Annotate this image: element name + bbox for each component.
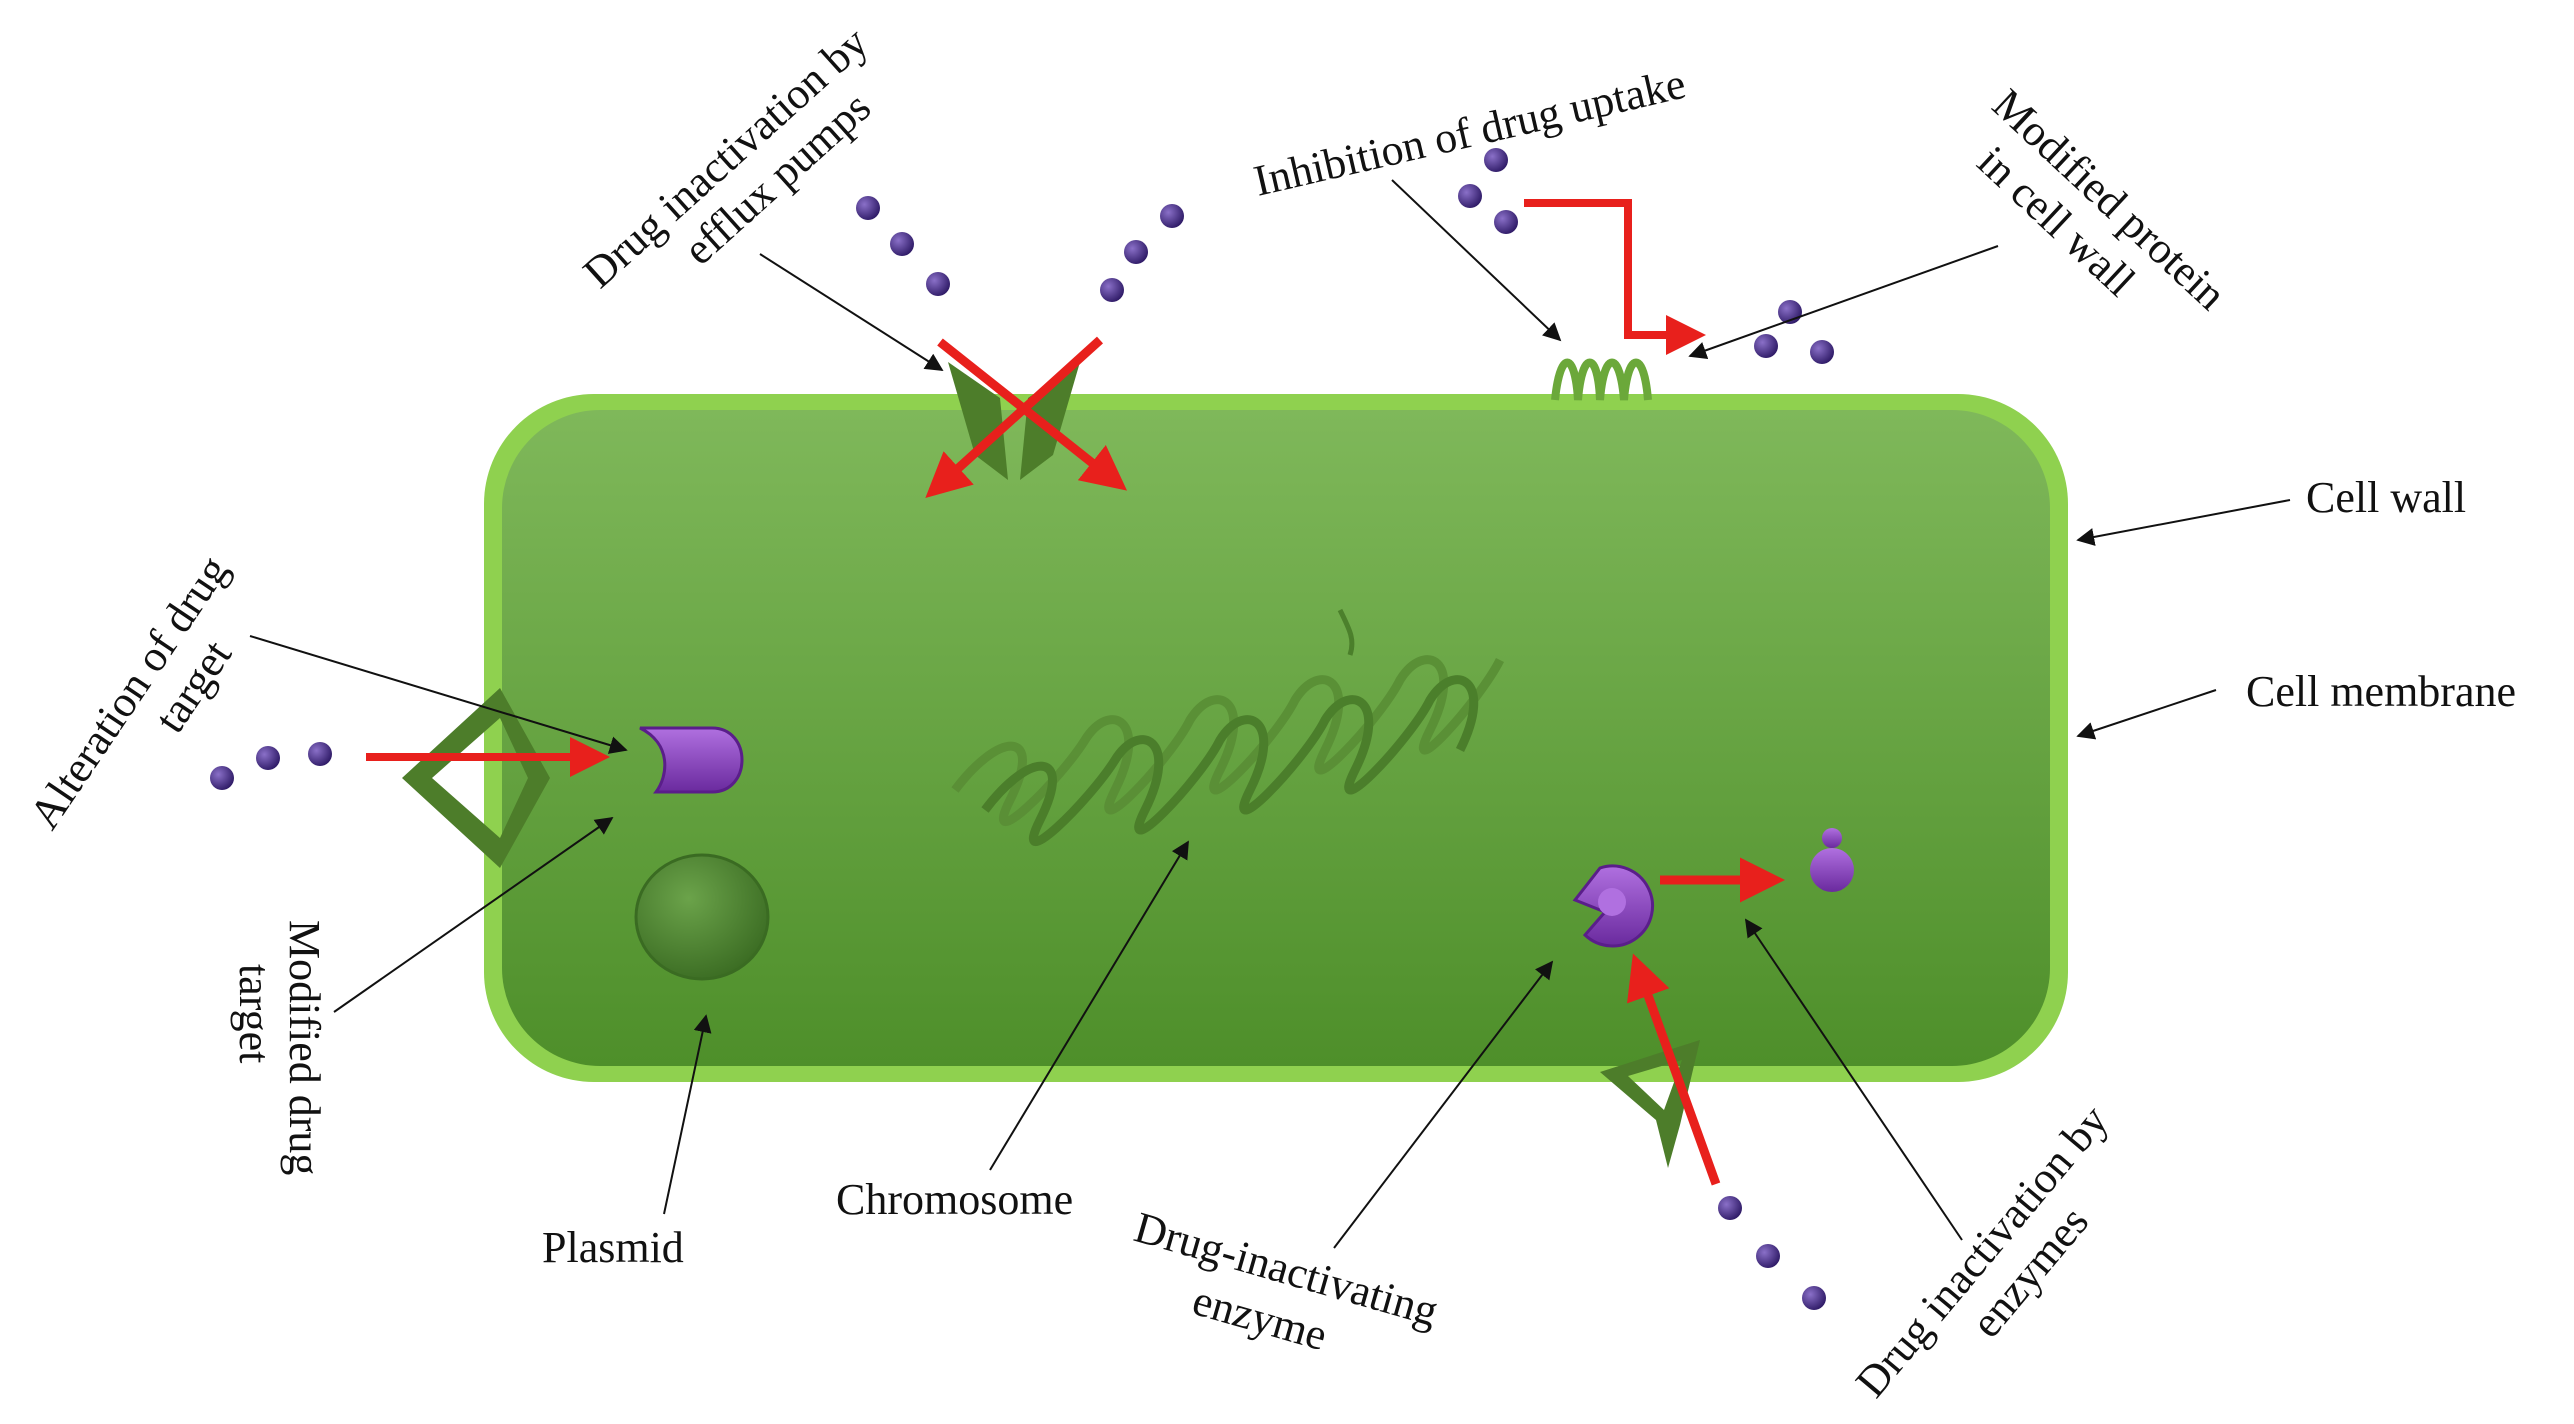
uptake-blocked-arrow	[1524, 199, 1706, 355]
pointer-lines	[249, 179, 2291, 1249]
label-modified-target: Modified drug target	[230, 920, 329, 1175]
label-inactivation-enzymes: Drug inactivation by enzymes	[1846, 1096, 2118, 1406]
label-cell-wall: Cell wall	[2306, 473, 2466, 522]
modified-drug-target	[639, 726, 744, 794]
porin-bottom	[1600, 1040, 1700, 1168]
inactivated-drug-small	[1822, 828, 1842, 848]
efflux-pump	[948, 362, 1080, 480]
label-cell-membrane: Cell membrane	[2246, 667, 2516, 716]
drug-molecules-uptake	[1458, 148, 1834, 364]
drug-molecules-efflux	[856, 196, 1184, 302]
cell-membrane	[502, 410, 2050, 1066]
label-modified-target-line1: Modified drug	[280, 920, 329, 1175]
chromosome	[951, 608, 1505, 847]
svg-text:Inhibition of drug uptake: Inhibition of drug uptake	[1249, 59, 1690, 206]
inactivated-drug-large	[1810, 848, 1854, 892]
label-plasmid: Plasmid	[542, 1223, 684, 1272]
label-uptake: Inhibition of drug uptake	[1249, 59, 1690, 206]
label-alteration: Alteration of drug target	[20, 547, 242, 838]
bound-drug	[1598, 888, 1626, 916]
cross-arrow-1	[925, 336, 1104, 499]
drug-molecules-bottom	[1718, 1196, 1826, 1310]
plasmid	[634, 853, 770, 981]
modified-protein	[1551, 358, 1652, 401]
drug-molecules-left	[210, 742, 332, 790]
label-modified-protein: Modified protein in cell wall	[1968, 79, 2235, 319]
label-chromosome: Chromosome	[836, 1175, 1073, 1224]
entry-red-arrow	[1627, 953, 1721, 1186]
label-modified-target-line2: target	[230, 964, 279, 1063]
label-enzyme: Drug-inactivating enzyme	[1129, 1203, 1443, 1361]
label-efflux: Drug inactivation by efflux pumps	[574, 17, 880, 297]
porin-left	[402, 688, 550, 868]
cross-arrow-2	[937, 338, 1128, 491]
